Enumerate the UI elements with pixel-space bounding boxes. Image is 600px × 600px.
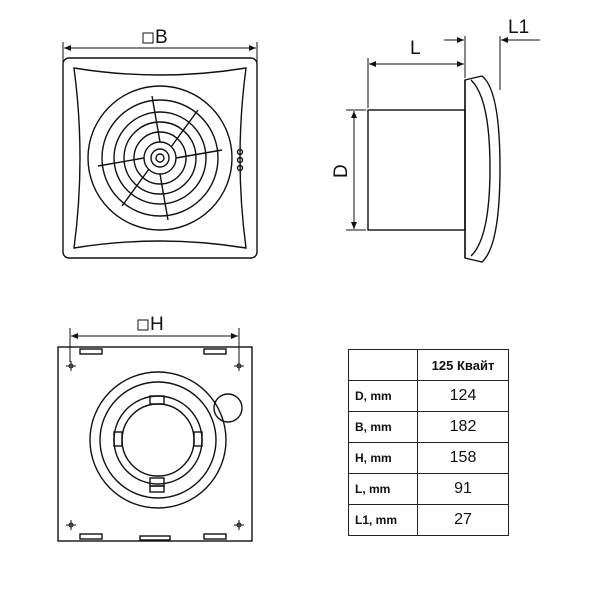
row-value: 91	[417, 473, 509, 505]
square-symbol-h	[137, 319, 149, 331]
row-value: 27	[417, 504, 509, 536]
table-row: B, mm 182	[348, 411, 509, 443]
row-label: L1, mm	[348, 504, 418, 536]
screw-marks	[66, 361, 244, 530]
row-label: B, mm	[348, 411, 418, 443]
label-h: H	[150, 314, 164, 335]
table-header-row: 125 Квайт	[348, 349, 509, 381]
label-d: D	[331, 164, 352, 178]
dimension-l1	[444, 36, 540, 90]
spec-table: 125 Квайт D, mm 124 B, mm 182 H, mm 158 …	[348, 349, 509, 536]
square-symbol-b	[142, 32, 154, 44]
table-row: D, mm 124	[348, 380, 509, 412]
table-corner-cell	[348, 349, 418, 381]
label-b: B	[155, 27, 168, 48]
dimension-l	[367, 36, 466, 108]
side-view	[367, 75, 501, 263]
dimension-h	[69, 328, 240, 362]
front-view	[62, 57, 258, 259]
table-row: L1, mm 27	[348, 504, 509, 536]
label-l: L	[410, 38, 421, 59]
row-value: 182	[417, 411, 509, 443]
rear-view	[57, 346, 253, 542]
row-label: H, mm	[348, 442, 418, 474]
row-value: 124	[417, 380, 509, 412]
dimension-b	[62, 42, 258, 62]
row-label: L, mm	[348, 473, 418, 505]
row-value: 158	[417, 442, 509, 474]
table-header: 125 Квайт	[417, 349, 509, 381]
table-row: L, mm 91	[348, 473, 509, 505]
table-row: H, mm 158	[348, 442, 509, 474]
row-label: D, mm	[348, 380, 418, 412]
label-l1: L1	[508, 17, 529, 38]
dimension-d	[346, 109, 366, 231]
